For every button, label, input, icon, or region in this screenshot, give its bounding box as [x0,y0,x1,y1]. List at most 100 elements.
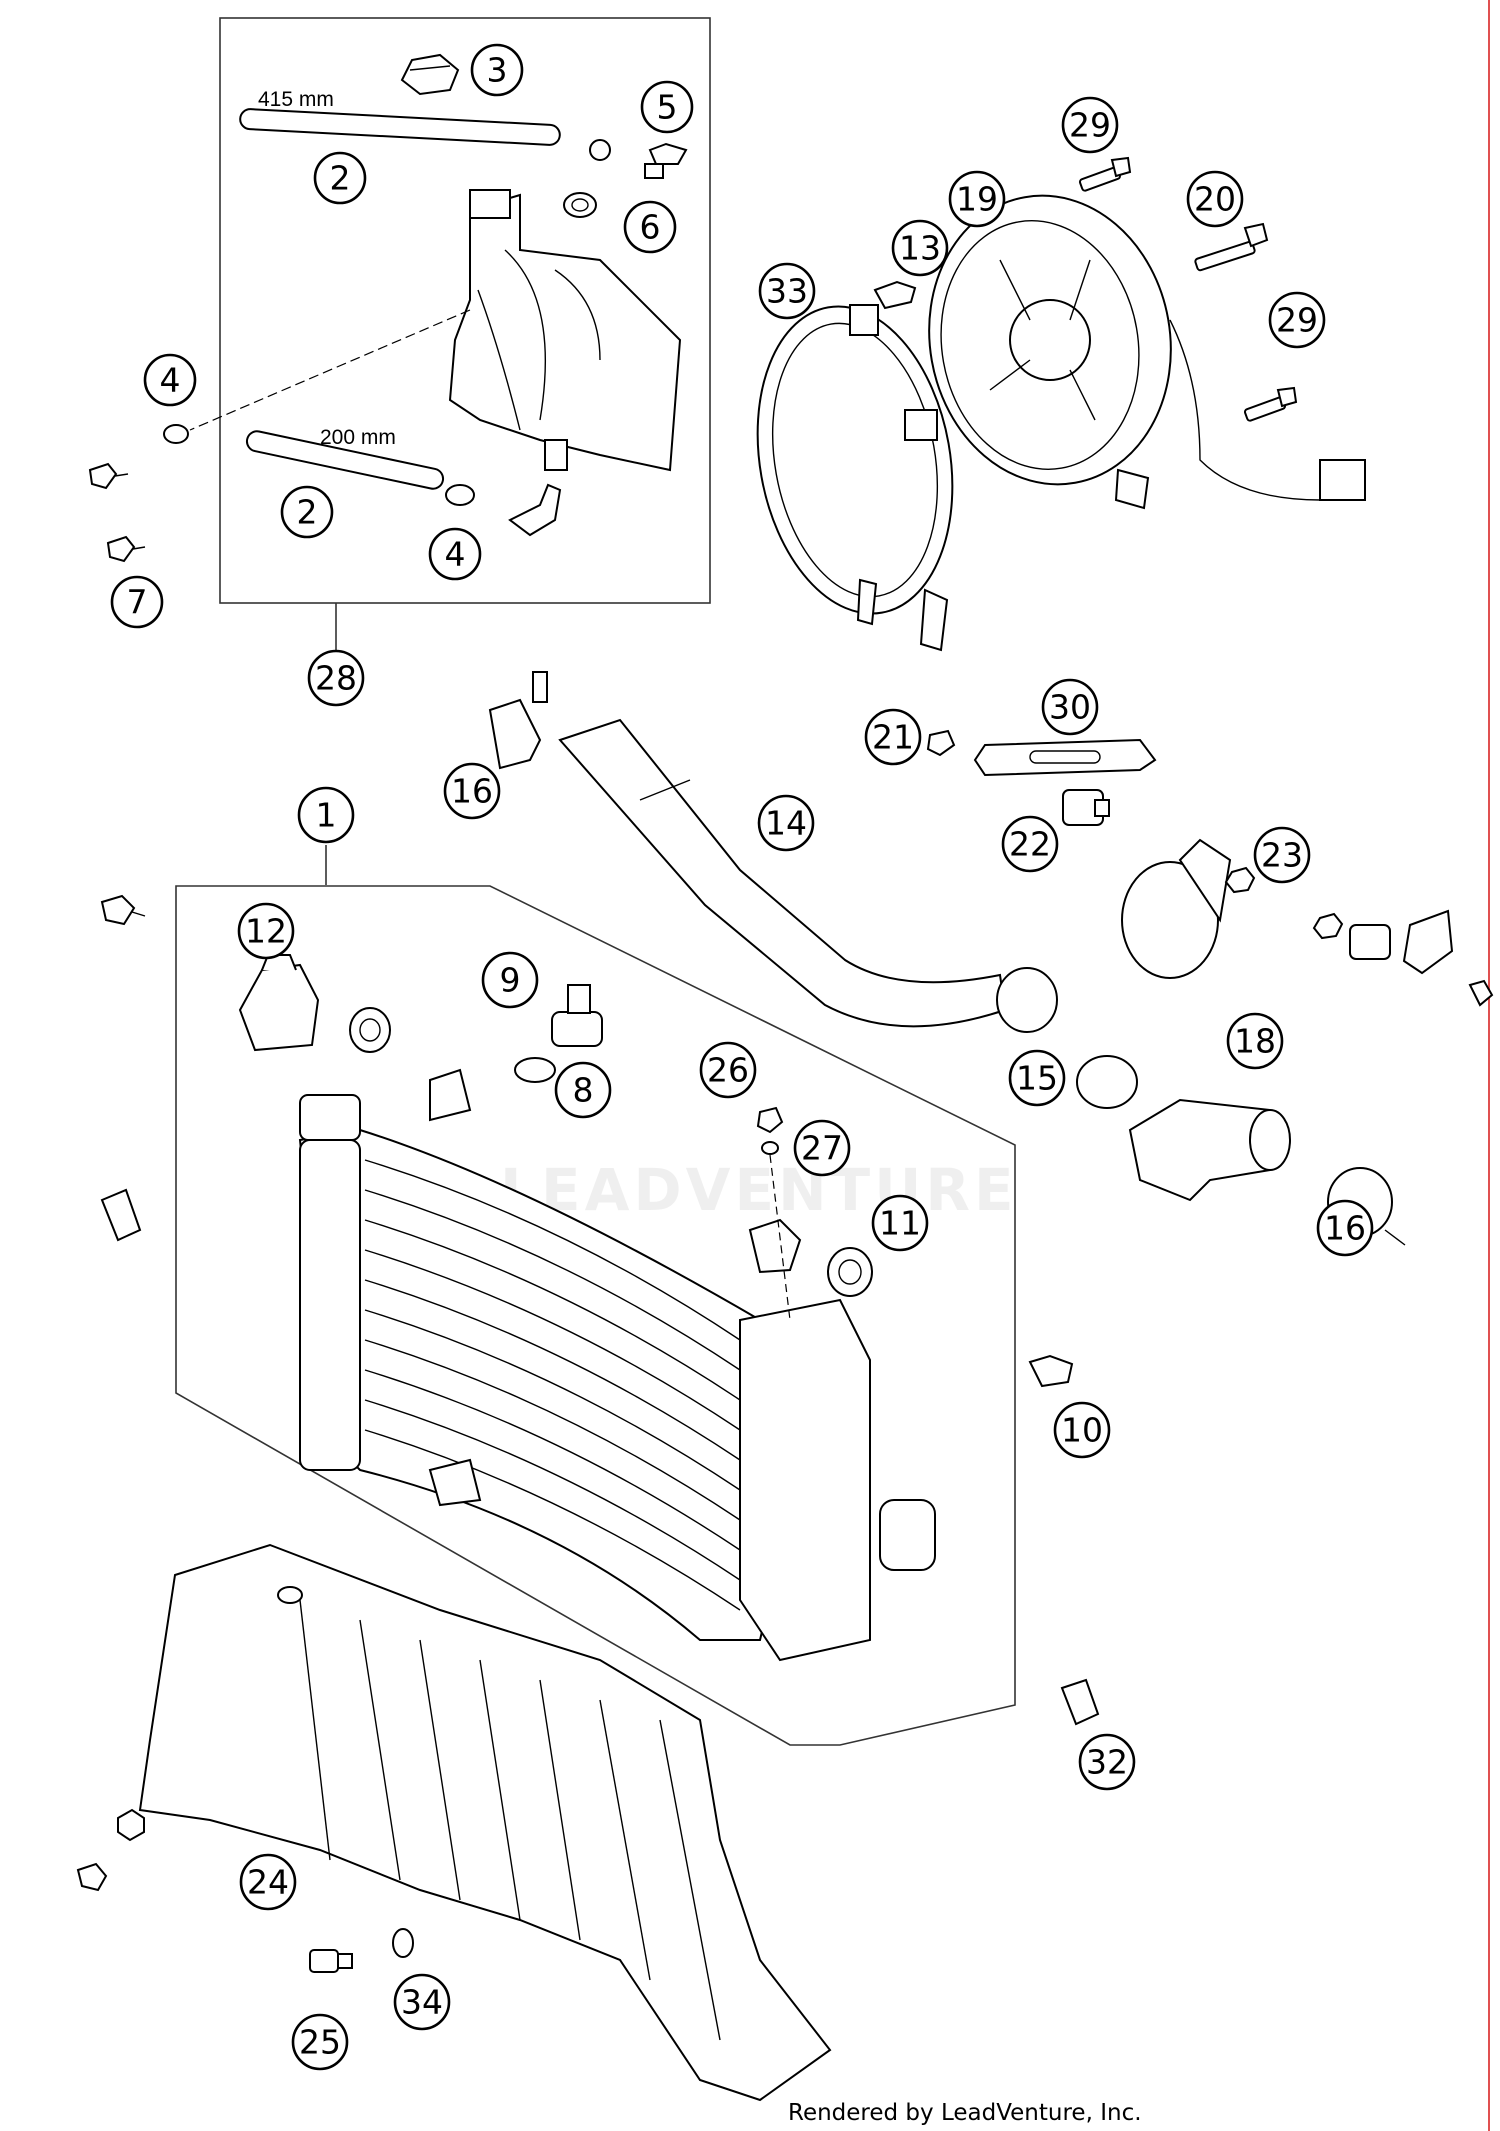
svg-text:15: 15 [1016,1059,1058,1098]
callout-25: 25 [291,2013,349,2071]
callout-7: 7 [110,575,164,629]
radiator-assembly-frame [175,845,1016,1746]
callout-13: 13 [891,219,949,277]
svg-text:30: 30 [1049,688,1091,727]
callout-2-upper: 2 [313,151,367,205]
spacer-25 [309,1949,353,1973]
svg-text:25: 25 [299,2023,341,2062]
hose-clamp-4b [445,484,475,506]
svg-text:2: 2 [330,159,351,198]
horn [1121,838,1232,979]
svg-text:27: 27 [801,1129,843,1168]
watermark-text: LEADVENTURE [500,1156,1018,1224]
svg-text:1: 1 [316,796,337,835]
leader-line-tank [189,309,471,431]
screw-26 [756,1106,784,1134]
callout-2-lower: 2 [280,485,334,539]
svg-text:16: 16 [1324,1209,1366,1248]
bracket-30 [973,738,1157,777]
callout-20: 20 [1186,170,1244,228]
hose-clamp-4a [163,424,189,444]
bolt-21 [926,729,956,757]
horn-mount-right [1312,909,1494,1007]
cooling-fan [928,194,1366,510]
elbow-hose-18 [1128,1098,1291,1202]
footer-credit: Rendered by LeadVenture, Inc. [788,2100,1142,2126]
bolt-29a [1078,156,1132,192]
callout-11: 11 [871,1194,929,1252]
callout-16-upper: 16 [443,762,501,820]
tank-kit-frame [219,17,711,650]
bolt-left-upper [100,894,146,926]
svg-text:4: 4 [445,535,466,574]
screw-7a [88,462,129,490]
callout-8: 8 [554,1061,612,1119]
nut-34 [392,1928,414,1958]
svg-text:34: 34 [401,1983,443,2022]
svg-text:20: 20 [1194,180,1236,219]
svg-text:22: 22 [1009,825,1051,864]
callout-12: 12 [237,902,295,960]
svg-text:13: 13 [899,229,941,268]
rubber-mount-22 [1062,789,1110,826]
callout-4-left: 4 [143,353,197,407]
fan-shroud [756,304,954,652]
callout-33: 33 [758,262,816,320]
svg-text:16: 16 [451,772,493,811]
bolt-guard-left [76,1862,108,1892]
callout-15: 15 [1008,1049,1066,1107]
svg-text:28: 28 [315,659,357,698]
seal-ring-8 [514,1057,556,1083]
clip-32 [1060,1678,1100,1726]
callout-29-upper: 29 [1061,96,1119,154]
svg-text:4: 4 [160,361,181,400]
svg-text:11: 11 [879,1204,921,1243]
grommet-cap [349,1007,391,1053]
svg-text:18: 18 [1234,1022,1276,1061]
callout-14: 14 [757,794,815,852]
callout-21: 21 [864,708,922,766]
hose-clamp-15a [996,967,1058,1033]
hose-200mm-dimension: 200 mm [320,426,396,449]
callout-30: 30 [1041,678,1099,736]
callout-16-lower: 16 [1316,1199,1374,1257]
callout-22: 22 [1001,815,1059,873]
grommet-6 [563,192,597,218]
leader-line-26 [769,1154,791,1321]
callout-9: 9 [481,951,539,1009]
nut-guard-left [117,1808,145,1842]
bolt-29b [1243,386,1298,422]
screw-7b [106,535,146,563]
callout-27: 27 [793,1119,851,1177]
callout-19: 19 [948,170,1006,228]
callout-29-lower: 29 [1268,291,1326,349]
hose-415mm-dimension: 415 mm [258,88,334,111]
callout-32: 32 [1078,1733,1136,1791]
expansion-tank [448,189,682,537]
svg-text:33: 33 [766,272,808,311]
callout-34: 34 [393,1973,451,2031]
svg-text:6: 6 [640,208,661,247]
temp-sensor-9 [551,984,603,1047]
svg-text:14: 14 [765,804,807,843]
radiator-guard [138,1543,832,2102]
hose-200mm: 200 mm [245,426,445,490]
tank-cap [400,53,460,96]
nut-23 [1224,866,1256,894]
svg-text:8: 8 [573,1071,594,1110]
callout-23: 23 [1253,826,1311,884]
svg-text:26: 26 [707,1051,749,1090]
callout-3: 3 [470,43,524,97]
hose-clamp-15b [1076,1055,1138,1109]
svg-text:5: 5 [657,88,678,127]
svg-text:12: 12 [245,912,287,951]
svg-text:21: 21 [872,718,914,757]
callout-18: 18 [1226,1012,1284,1070]
svg-text:10: 10 [1061,1411,1103,1450]
hose-clamp-upper [589,139,688,179]
radiator-cap-12 [238,954,320,1052]
bolt-20 [1194,222,1269,272]
callout-24: 24 [239,1853,297,1911]
callout-5: 5 [640,80,694,134]
